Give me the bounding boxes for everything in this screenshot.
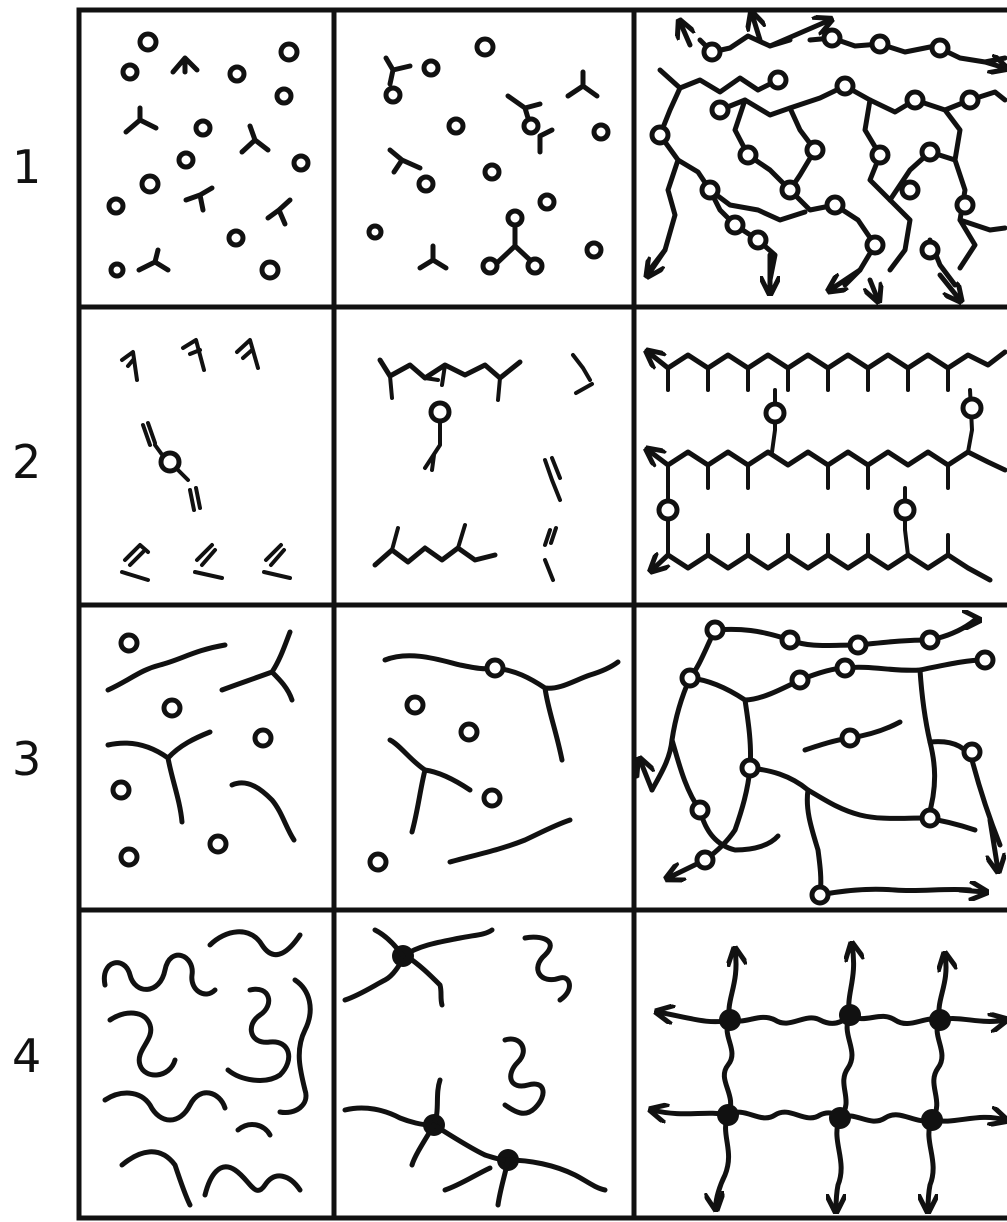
cell-r1-c2	[369, 39, 608, 273]
cell-r2-c3	[648, 352, 1005, 580]
cell-r3-c3	[640, 620, 1000, 903]
row-label-3: 3	[12, 732, 41, 786]
cell-r1-c1	[109, 34, 308, 278]
cell-r2-c2	[375, 355, 592, 580]
cell-r3-c1	[108, 632, 294, 865]
cell-r4-c1	[104, 932, 310, 1205]
row-label-2: 2	[12, 435, 41, 489]
row-label-1: 1	[12, 140, 41, 194]
cell-r2-c1	[122, 340, 290, 580]
cell-r4-c3	[652, 945, 1005, 1210]
row-label-4: 4	[12, 1029, 41, 1083]
cell-r4-c2	[345, 930, 605, 1205]
grid-frame	[79, 10, 1007, 1218]
cell-r3-c2	[370, 656, 618, 870]
cell-r1-c3	[648, 14, 1005, 300]
